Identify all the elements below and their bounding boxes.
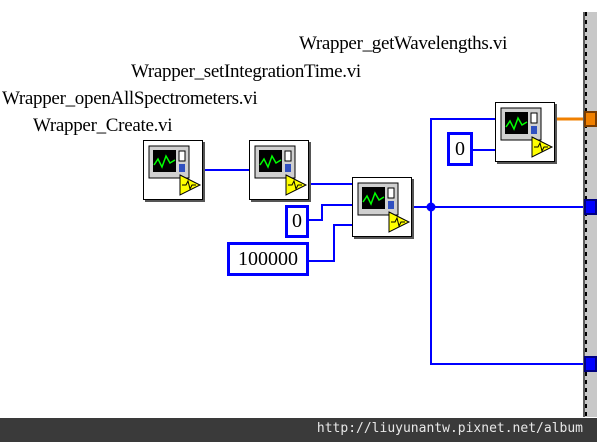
labview-vi-icon	[357, 182, 411, 233]
vi-create-node[interactable]	[143, 140, 203, 200]
wire-junction-to-lower-terminal[interactable]	[430, 207, 584, 365]
labview-vi-icon	[500, 107, 554, 158]
label-open-all-spectrometers: Wrapper_openAllSpectrometers.vi	[2, 88, 258, 109]
vi-get-wavelengths-node[interactable]	[495, 102, 555, 162]
wire-junction-dot	[426, 202, 436, 212]
watermark-url: http://liuyunantw.pixnet.net/album	[316, 421, 583, 436]
constant-integration-time[interactable]: 100000	[227, 242, 309, 276]
labview-vi-icon	[148, 145, 202, 196]
wire-const0-to-setint[interactable]	[307, 204, 352, 221]
vi-open-all-spectrometers-node[interactable]	[249, 140, 309, 200]
constant-spectrometer-index-getwl[interactable]: 0	[447, 132, 473, 166]
tunnel-terminal-wrapper-ref-lower[interactable]	[584, 356, 597, 372]
watermark-bar: http://liuyunantw.pixnet.net/album	[0, 418, 597, 442]
label-set-integration-time: Wrapper_setIntegrationTime.vi	[131, 61, 361, 82]
wire-integration-to-setint[interactable]	[307, 224, 352, 262]
constant-spectrometer-index[interactable]: 0	[285, 205, 309, 238]
tunnel-terminal-wavelengths[interactable]	[584, 111, 597, 127]
tunnel-terminal-wrapper-ref[interactable]	[584, 199, 597, 215]
wire-junction-to-getwl[interactable]	[430, 118, 495, 207]
label-create: Wrapper_Create.vi	[33, 115, 173, 136]
labview-vi-icon	[254, 145, 308, 196]
vi-set-integration-time-node[interactable]	[352, 177, 412, 237]
label-get-wavelengths: Wrapper_getWavelengths.vi	[299, 33, 508, 54]
